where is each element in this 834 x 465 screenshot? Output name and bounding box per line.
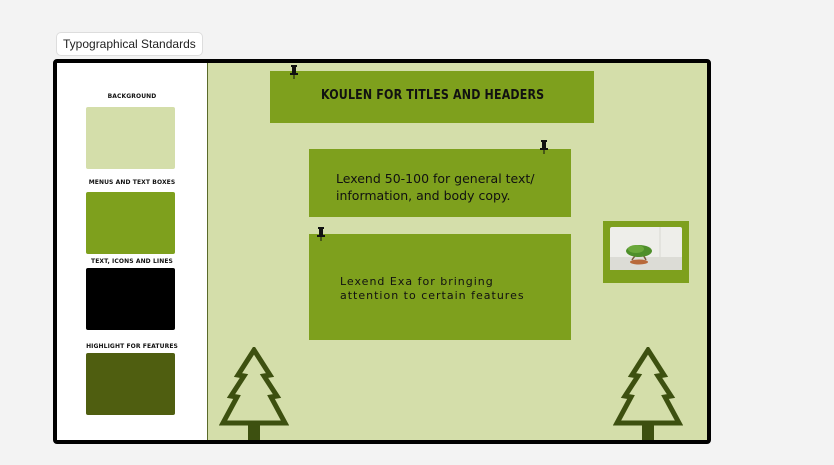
pushpin-icon bbox=[317, 227, 325, 241]
exa-sample-line: Lexend Exa for bringing bbox=[340, 275, 494, 288]
frame-label[interactable]: Typographical Standards bbox=[56, 32, 203, 56]
body-sample-line: Lexend 50-100 for general text/ bbox=[336, 171, 535, 186]
pushpin-icon bbox=[540, 140, 548, 154]
body-box: Lexend 50-100 for general text/ informat… bbox=[309, 149, 571, 217]
exa-box: Lexend Exa for bringing attention to cer… bbox=[309, 234, 571, 340]
pine-tree-icon bbox=[613, 347, 683, 440]
title-sample: KOULEN FOR TITLES AND HEADERS bbox=[321, 88, 545, 103]
swatch-menus bbox=[86, 192, 175, 254]
image-card bbox=[603, 221, 689, 283]
pushpin-icon bbox=[290, 65, 298, 79]
swatch-label: BACKGROUND bbox=[107, 93, 157, 100]
palette-sidebar: BACKGROUND MENUS AND TEXT BOXES TEXT, IC… bbox=[57, 63, 208, 440]
title-box: KOULEN FOR TITLES AND HEADERS bbox=[270, 71, 594, 123]
pine-tree-icon bbox=[219, 347, 289, 440]
swatch-label: HIGHLIGHT FOR FEATURES bbox=[86, 343, 178, 350]
bonsai-image bbox=[610, 227, 682, 270]
exa-sample-line: attention to certain features bbox=[340, 289, 525, 302]
swatch-highlight bbox=[86, 353, 175, 415]
swatch-text bbox=[86, 268, 175, 330]
swatch-label: MENUS AND TEXT BOXES bbox=[88, 179, 176, 186]
body-sample-line: information, and body copy. bbox=[336, 188, 511, 203]
swatch-label: TEXT, ICONS AND LINES bbox=[91, 258, 173, 265]
design-frame: BACKGROUND MENUS AND TEXT BOXES TEXT, IC… bbox=[53, 59, 711, 444]
swatch-background bbox=[86, 107, 175, 169]
